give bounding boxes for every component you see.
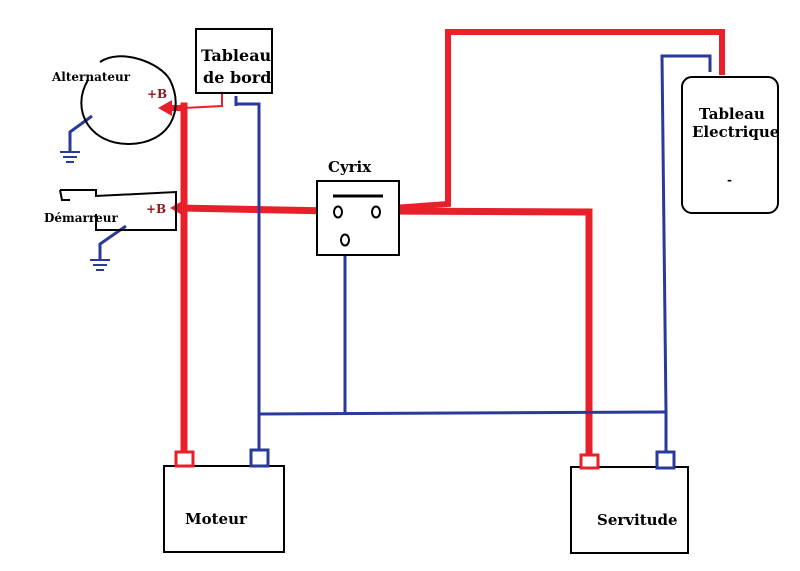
tableau-electrique-minus: - [727, 173, 732, 187]
battery-servitude-negative-terminal [655, 450, 676, 470]
tableau-bord-label-2: de bord [203, 68, 271, 87]
cyrix-terminal-left [333, 205, 343, 219]
wire-servitude-negative [660, 54, 712, 456]
demarreur-body [59, 189, 177, 231]
arrow-alternateur-b [158, 100, 172, 116]
battery-servitude-box [570, 466, 689, 554]
wire-demarreur-cyrix [174, 204, 340, 215]
demarreur-b-label: +B [146, 202, 166, 216]
moteur-label: Moteur [185, 510, 248, 528]
battery-moteur-box [163, 465, 285, 553]
wire-tableau-bord-negative [234, 96, 261, 452]
tableau-electrique-label-2: Electrique [692, 123, 779, 141]
demarreur-label: Démarreur [44, 211, 119, 225]
tableau-electrique-box [681, 76, 779, 214]
wire-cyrix-servitude [376, 207, 593, 460]
alternateur-label: Alternateur [51, 70, 131, 84]
battery-moteur-negative-terminal [249, 448, 270, 468]
tableau-bord-box [195, 28, 273, 94]
negative-wires [234, 54, 712, 456]
cyrix-label: Cyrix [328, 158, 372, 176]
cyrix-terminal-right [371, 205, 381, 219]
tableau-bord-label-1: Tableau [201, 46, 272, 65]
cyrix-box [316, 180, 400, 256]
ground-demarreur-icon [90, 224, 127, 271]
wire-cyrix-tableau-electrique [376, 29, 725, 213]
wire-tableau-bord-positive [182, 93, 223, 110]
alternateur-b-label: +B [147, 87, 167, 101]
ground-alternateur-icon [60, 114, 93, 163]
battery-servitude-positive-terminal [579, 453, 600, 470]
wire-negative-bus [258, 410, 667, 416]
battery-moteur-positive-terminal [174, 450, 195, 468]
cyrix-terminal-ground [340, 233, 350, 247]
servitude-label: Servitude [597, 511, 678, 529]
tableau-electrique-label-1: Tableau [699, 105, 765, 123]
alternateur-body [80, 55, 177, 146]
positive-wires [163, 29, 725, 460]
